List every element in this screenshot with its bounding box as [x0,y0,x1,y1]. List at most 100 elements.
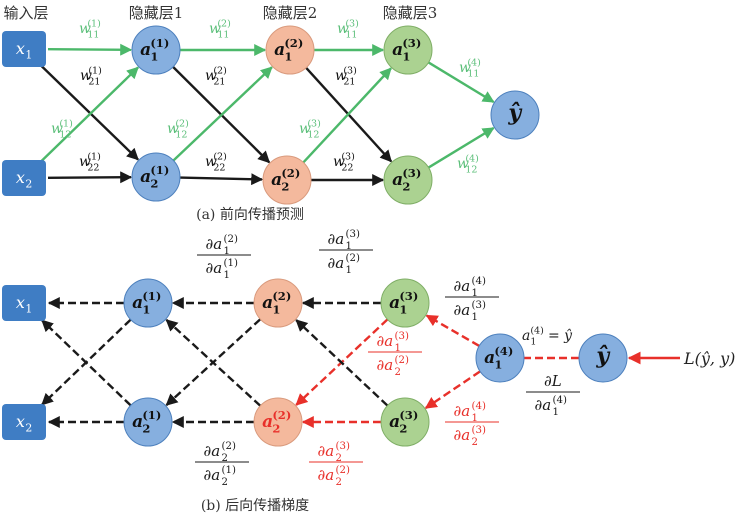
weight-label-superscript: (3) [345,18,358,29]
neuron-circle [253,278,303,328]
gradient-edge-a23-a12 [295,319,389,407]
denominator-superscript: (3) [472,424,486,436]
neuron-label-superscript: (3) [399,408,418,422]
weight-label-base: w [79,154,91,170]
gradient-fraction: ∂a(3)1∂a(2)1 [319,228,373,276]
neuron-label-base: a [132,412,143,432]
numerator-superscript: (3) [336,440,350,452]
denominator-base: ∂a [454,426,471,444]
node-a22: a(2)2 [253,397,303,447]
neuron-label-subscript: 2 [281,179,289,193]
neuron-label: ŷ [595,343,611,369]
weight-label-superscript: (2) [217,18,230,29]
neuron-circle [578,333,628,383]
neuron-circle [262,155,312,205]
neuron-label-superscript: (1) [150,163,169,177]
weight-label-subscript: 12 [59,129,71,140]
weight-label-subscript: 21 [213,76,225,87]
node-a12: a(2)1 [253,278,303,328]
numerator-base: ∂L [544,372,562,390]
weight-label-superscript: (4) [467,57,480,68]
denominator-superscript: (4) [553,394,567,406]
weight-label-subscript: 11 [345,29,357,40]
weight-label-base: w [299,121,311,137]
denominator: ∂a(1)1 [206,257,238,281]
neuron-label: a(3)1 [389,289,418,317]
weight-label-subscript: 21 [343,76,355,87]
node-a23: a(3)2 [383,155,433,205]
numerator-superscript: (2) [224,233,238,245]
node-a21: a(1)2 [131,152,181,202]
neuron-label: a(3)2 [392,166,421,194]
denominator-base: ∂a [377,356,394,374]
neuron-label-subscript: 2 [150,176,158,190]
gradient-fraction: ∂a(3)2∂a(2)2 [309,440,363,488]
numerator: ∂a(3)2 [318,440,350,464]
weight-label-superscript: (1) [87,151,100,162]
weight-edge-a21-a22 [179,173,264,186]
weight-edge-a23-yhat [427,126,495,169]
neuron-label-base: a [132,293,143,313]
gradient-fraction: ∂a(4)1∂a(3)1 [445,275,499,323]
node-a13: a(3)1 [380,278,430,328]
weight-label-base: w [335,68,347,84]
weight-label-base: w [337,21,349,37]
weight-label: w(3)12 [299,118,321,140]
denominator-base: ∂a [318,466,335,484]
numerator-subscript: 1 [224,246,230,257]
neuron-label: a(1)1 [132,289,161,317]
neuron-circle [380,397,430,447]
denominator: ∂a(4)1 [535,394,567,418]
neuron-label: a(1)1 [140,36,169,64]
neuron-label-base: a [271,170,282,190]
neuron-label-superscript: (3) [402,36,421,50]
input-label-subscript: 1 [25,302,32,315]
neuron-label-base: a [140,167,151,187]
numerator-base: ∂a [377,332,394,350]
node-a13: a(3)1 [383,25,433,75]
neuron-label-base: a [389,412,400,432]
weight-edge-a22-a13 [302,67,392,164]
numerator-subscript: 2 [222,453,228,464]
weight-label: w(1)12 [51,118,73,140]
denominator-subscript: 2 [222,477,228,488]
node-a12: a(2)1 [265,25,315,75]
weight-label: w(3)21 [335,65,357,87]
neuron-label: a(1)2 [132,408,161,436]
gradient-edge-a21-x1 [41,319,132,407]
numerator-superscript: (4) [472,275,486,287]
denominator-superscript: (1) [224,257,238,269]
denominator-superscript: (2) [336,464,350,476]
neuron-label-superscript: (1) [142,289,161,303]
neuron-label-subscript: 2 [402,179,410,193]
neuron-label: a(3)1 [392,36,421,64]
neuron-circle [490,90,540,140]
weight-label-subscript: 11 [217,29,229,40]
numerator-base: ∂a [206,235,223,253]
weight-label-base: w [459,60,471,76]
neuron-circle [253,397,303,447]
neuron-circle [123,397,173,447]
weight-label: w(2)21 [205,65,227,87]
layer-header: 输入层 [3,4,48,22]
weight-label-subscript: 12 [175,129,187,140]
neuron-circle [131,152,181,202]
weight-label-subscript: 22 [213,162,225,173]
neuron-label-superscript: (2) [284,36,303,50]
neuron-label-base: a [262,293,273,313]
denominator-subscript: 1 [224,270,230,281]
denominator: ∂a(2)2 [318,464,350,488]
neuron-label-base: ŷ [507,100,523,126]
denominator-superscript: (2) [395,354,409,366]
numerator-subscript: 1 [472,288,478,299]
denominator-subscript: 1 [472,312,478,323]
gradient-fraction: ∂a(3)1∂a(2)2 [368,330,422,378]
weight-label-subscript: 21 [88,76,100,87]
neuron-label-superscript: (2) [272,408,291,422]
weight-label-superscript: (2) [175,118,188,129]
neuron-circle [383,155,433,205]
input-label-subscript: 2 [25,421,32,434]
neuron-label-subscript: 1 [399,302,407,316]
